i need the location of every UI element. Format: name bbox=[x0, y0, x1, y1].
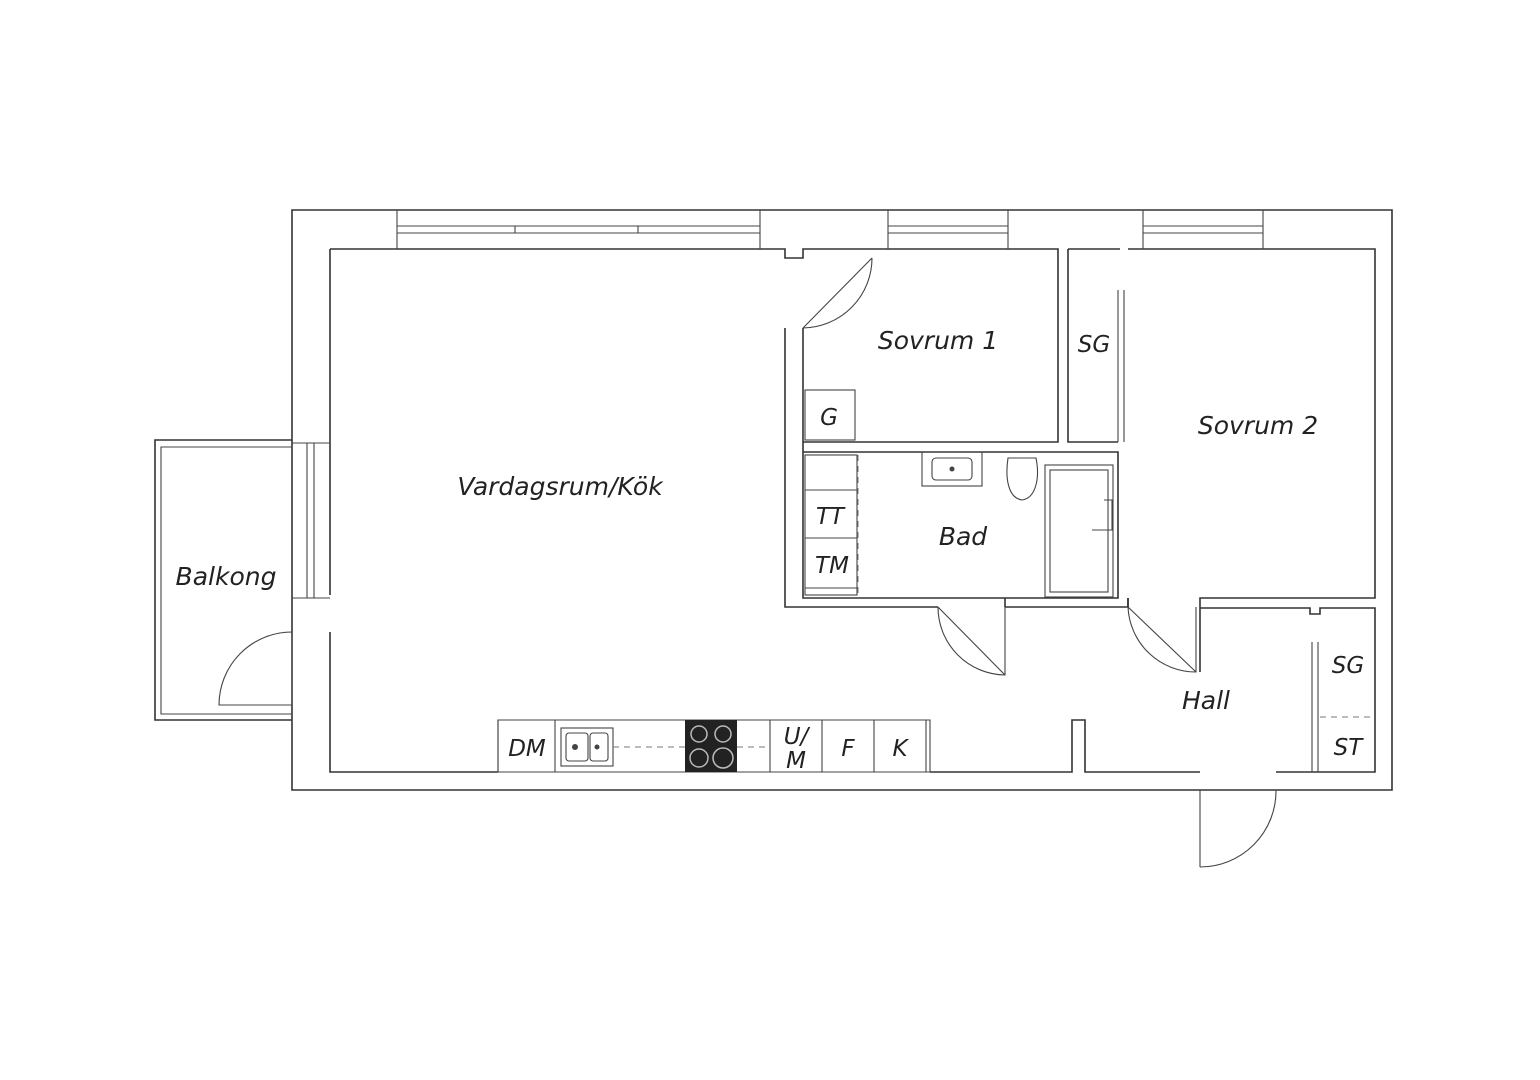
windows bbox=[292, 210, 1264, 599]
label-bathroom: Bad bbox=[939, 522, 987, 551]
exterior-walls bbox=[291, 209, 1393, 791]
door-entrance bbox=[1199, 789, 1277, 868]
doors bbox=[218, 257, 1277, 868]
label-oven-bottom: M bbox=[786, 748, 806, 774]
label-freezer: F bbox=[841, 736, 855, 762]
bathroom-fixtures bbox=[804, 451, 1114, 598]
label-wardrobe-sg-hall: SG bbox=[1332, 653, 1364, 679]
wardrobe-sg-hall-door bbox=[1311, 642, 1319, 772]
closets bbox=[804, 290, 1375, 772]
label-balcony: Balkong bbox=[176, 562, 277, 591]
label-tumble-dryer: TT bbox=[816, 504, 846, 530]
door-bedroom2 bbox=[1127, 606, 1197, 673]
shower bbox=[1044, 464, 1114, 598]
door-balcony bbox=[218, 631, 293, 706]
label-bedroom2: Sovrum 2 bbox=[1198, 411, 1318, 440]
fixture-labels: G SG SG ST TT TM DM U/ M F K bbox=[508, 332, 1364, 774]
label-storage-st: ST bbox=[1334, 735, 1365, 761]
toilet bbox=[1006, 457, 1039, 501]
balcony bbox=[154, 439, 292, 721]
door-bedroom1 bbox=[802, 257, 873, 329]
label-wardrobe-g: G bbox=[820, 405, 838, 431]
label-washing-machine: TM bbox=[815, 553, 849, 579]
label-bedroom1: Sovrum 1 bbox=[878, 326, 998, 355]
washbasin bbox=[921, 451, 983, 487]
kitchen-counter bbox=[497, 719, 931, 773]
room-labels: Vardagsrum/Kök Sovrum 1 Sovrum 2 Bad Hal… bbox=[176, 326, 1319, 715]
wardrobe-g bbox=[804, 389, 856, 441]
label-fridge: K bbox=[892, 736, 909, 762]
label-dishwasher: DM bbox=[508, 736, 546, 762]
laundry-column bbox=[804, 454, 858, 596]
door-bathroom bbox=[937, 606, 1006, 676]
label-wardrobe-sg-bedroom2: SG bbox=[1078, 332, 1110, 358]
label-oven-top: U/ bbox=[784, 724, 811, 750]
wardrobe-sg-bedroom2-door bbox=[1117, 290, 1125, 442]
label-living-kitchen: Vardagsrum/Kök bbox=[457, 472, 664, 501]
label-hall: Hall bbox=[1182, 686, 1230, 715]
